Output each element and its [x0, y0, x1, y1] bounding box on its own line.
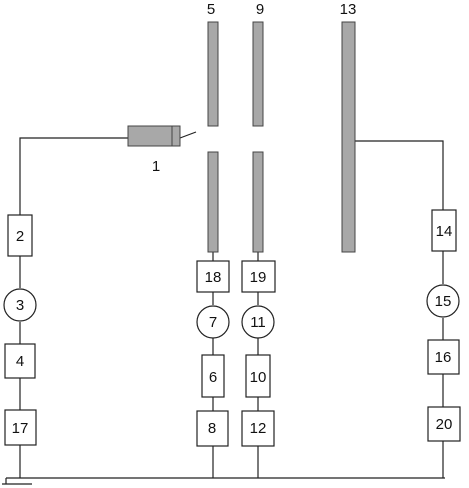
box-12: [241, 410, 275, 447]
wire-top-left: [19, 137, 128, 215]
label-7: 7: [209, 314, 217, 331]
label-9: 9: [256, 1, 264, 18]
box-2: [7, 214, 33, 257]
box-20: [427, 406, 461, 442]
box-18: [196, 260, 230, 293]
label-4: 4: [16, 353, 24, 370]
label-19: 19: [250, 269, 267, 286]
label-15: 15: [435, 293, 452, 310]
label-10: 10: [250, 369, 267, 386]
wire-13-14: [355, 140, 444, 210]
label-20: 20: [436, 416, 453, 433]
label-6: 6: [209, 369, 217, 386]
circle-3: [3, 288, 37, 322]
box-4: [4, 343, 36, 379]
plate-13: [341, 21, 356, 253]
label-8: 8: [208, 420, 216, 437]
box-17: [4, 409, 37, 446]
boxes: [4, 209, 461, 447]
plate-5-upper: [207, 21, 219, 127]
box-14: [431, 209, 457, 252]
label-14: 14: [436, 223, 453, 240]
circle-15: [426, 284, 460, 318]
label-17: 17: [12, 420, 29, 437]
box-6: [201, 354, 225, 398]
component-1: [127, 125, 181, 147]
plate-5-lower: [207, 151, 219, 253]
labels: 1 2 3 4 5 6 7 8 9 10 11 12 13 14 15 16 1…: [12, 1, 453, 437]
label-1: 1: [152, 158, 160, 175]
box-16: [427, 339, 460, 375]
circle-11: [241, 305, 275, 339]
label-2: 2: [16, 228, 24, 245]
label-16: 16: [435, 349, 452, 366]
label-11: 11: [250, 314, 266, 331]
label-18: 18: [205, 269, 222, 286]
plate-9-upper: [252, 21, 264, 127]
wires: [2, 131, 445, 485]
component-1-body: [127, 125, 181, 147]
label-13: 13: [340, 1, 357, 18]
circle-7: [196, 305, 230, 339]
box-10: [245, 354, 271, 398]
circles: [3, 284, 460, 339]
label-5: 5: [207, 1, 215, 18]
label-3: 3: [16, 297, 24, 314]
box-8: [196, 410, 229, 447]
label-12: 12: [250, 420, 267, 437]
box-19: [241, 260, 276, 293]
plate-9-lower: [252, 151, 264, 253]
wire-1-out: [179, 131, 197, 139]
plates: [207, 21, 356, 253]
